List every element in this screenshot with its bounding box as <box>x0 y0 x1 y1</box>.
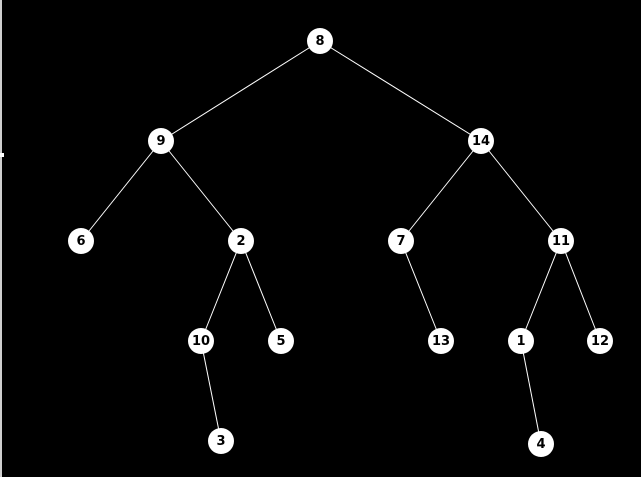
tree-node-circle <box>307 28 333 54</box>
tree-node: 3 <box>208 428 234 454</box>
tree-node-circle <box>587 328 613 354</box>
tree-node: 10 <box>188 328 214 354</box>
tree-node: 7 <box>388 228 414 254</box>
tree-node-label: 11 <box>552 234 570 249</box>
tree-node-label: 2 <box>236 234 245 249</box>
tree-edges <box>80 40 601 445</box>
tree-node: 2 <box>228 228 254 254</box>
tree-node-circle <box>548 228 574 254</box>
tree-nodes: 8 9 14 6 2 7 11 10 5 13 1 12 3 4 <box>68 28 613 457</box>
tree-node-label: 8 <box>315 34 324 49</box>
tree-node: 14 <box>468 128 494 154</box>
tree-edge <box>319 40 482 142</box>
tree-node: 9 <box>148 128 174 154</box>
tree-node-label: 14 <box>472 134 490 149</box>
tree-edge <box>200 240 242 342</box>
tree-edge <box>520 340 542 445</box>
tree-node-label: 12 <box>591 334 609 349</box>
tree-node-circle <box>508 328 534 354</box>
tree-node-circle <box>268 328 294 354</box>
tree-node-circle <box>208 428 234 454</box>
tree-node-circle <box>528 431 554 457</box>
tree-edge <box>560 240 601 342</box>
tree-node-circle <box>468 128 494 154</box>
tree-node-circle <box>68 228 94 254</box>
tree-edge <box>200 340 222 442</box>
tree-edge <box>160 140 242 242</box>
tree-node-label: 4 <box>536 437 545 452</box>
tree-edge <box>240 240 282 342</box>
tree-node-circle <box>388 228 414 254</box>
tree-edge <box>480 140 562 242</box>
tree-edge <box>400 140 482 242</box>
tree-edge <box>80 140 162 242</box>
tree-node: 6 <box>68 228 94 254</box>
tree-node: 8 <box>307 28 333 54</box>
tree-edge <box>520 240 562 342</box>
tree-node-label: 6 <box>76 234 85 249</box>
tree-node: 4 <box>528 431 554 457</box>
tree-node: 11 <box>548 228 574 254</box>
tree-node: 5 <box>268 328 294 354</box>
left-border-notch <box>0 153 4 157</box>
tree-node-label: 3 <box>216 434 225 449</box>
tree-node-label: 1 <box>516 334 525 349</box>
tree-node-label: 13 <box>432 334 450 349</box>
tree-node-label: 9 <box>156 134 165 149</box>
tree-node-label: 7 <box>396 234 405 249</box>
tree-node-label: 5 <box>276 334 285 349</box>
tree-node: 12 <box>587 328 613 354</box>
tree-node-circle <box>428 328 454 354</box>
tree-node-circle <box>228 228 254 254</box>
tree-node: 13 <box>428 328 454 354</box>
tree-node-label: 10 <box>192 334 210 349</box>
left-window-border <box>0 0 2 477</box>
tree-node: 1 <box>508 328 534 354</box>
tree-node-circle <box>148 128 174 154</box>
tree-node-circle <box>188 328 214 354</box>
tree-edge <box>400 240 442 342</box>
tree-edge <box>160 40 321 142</box>
